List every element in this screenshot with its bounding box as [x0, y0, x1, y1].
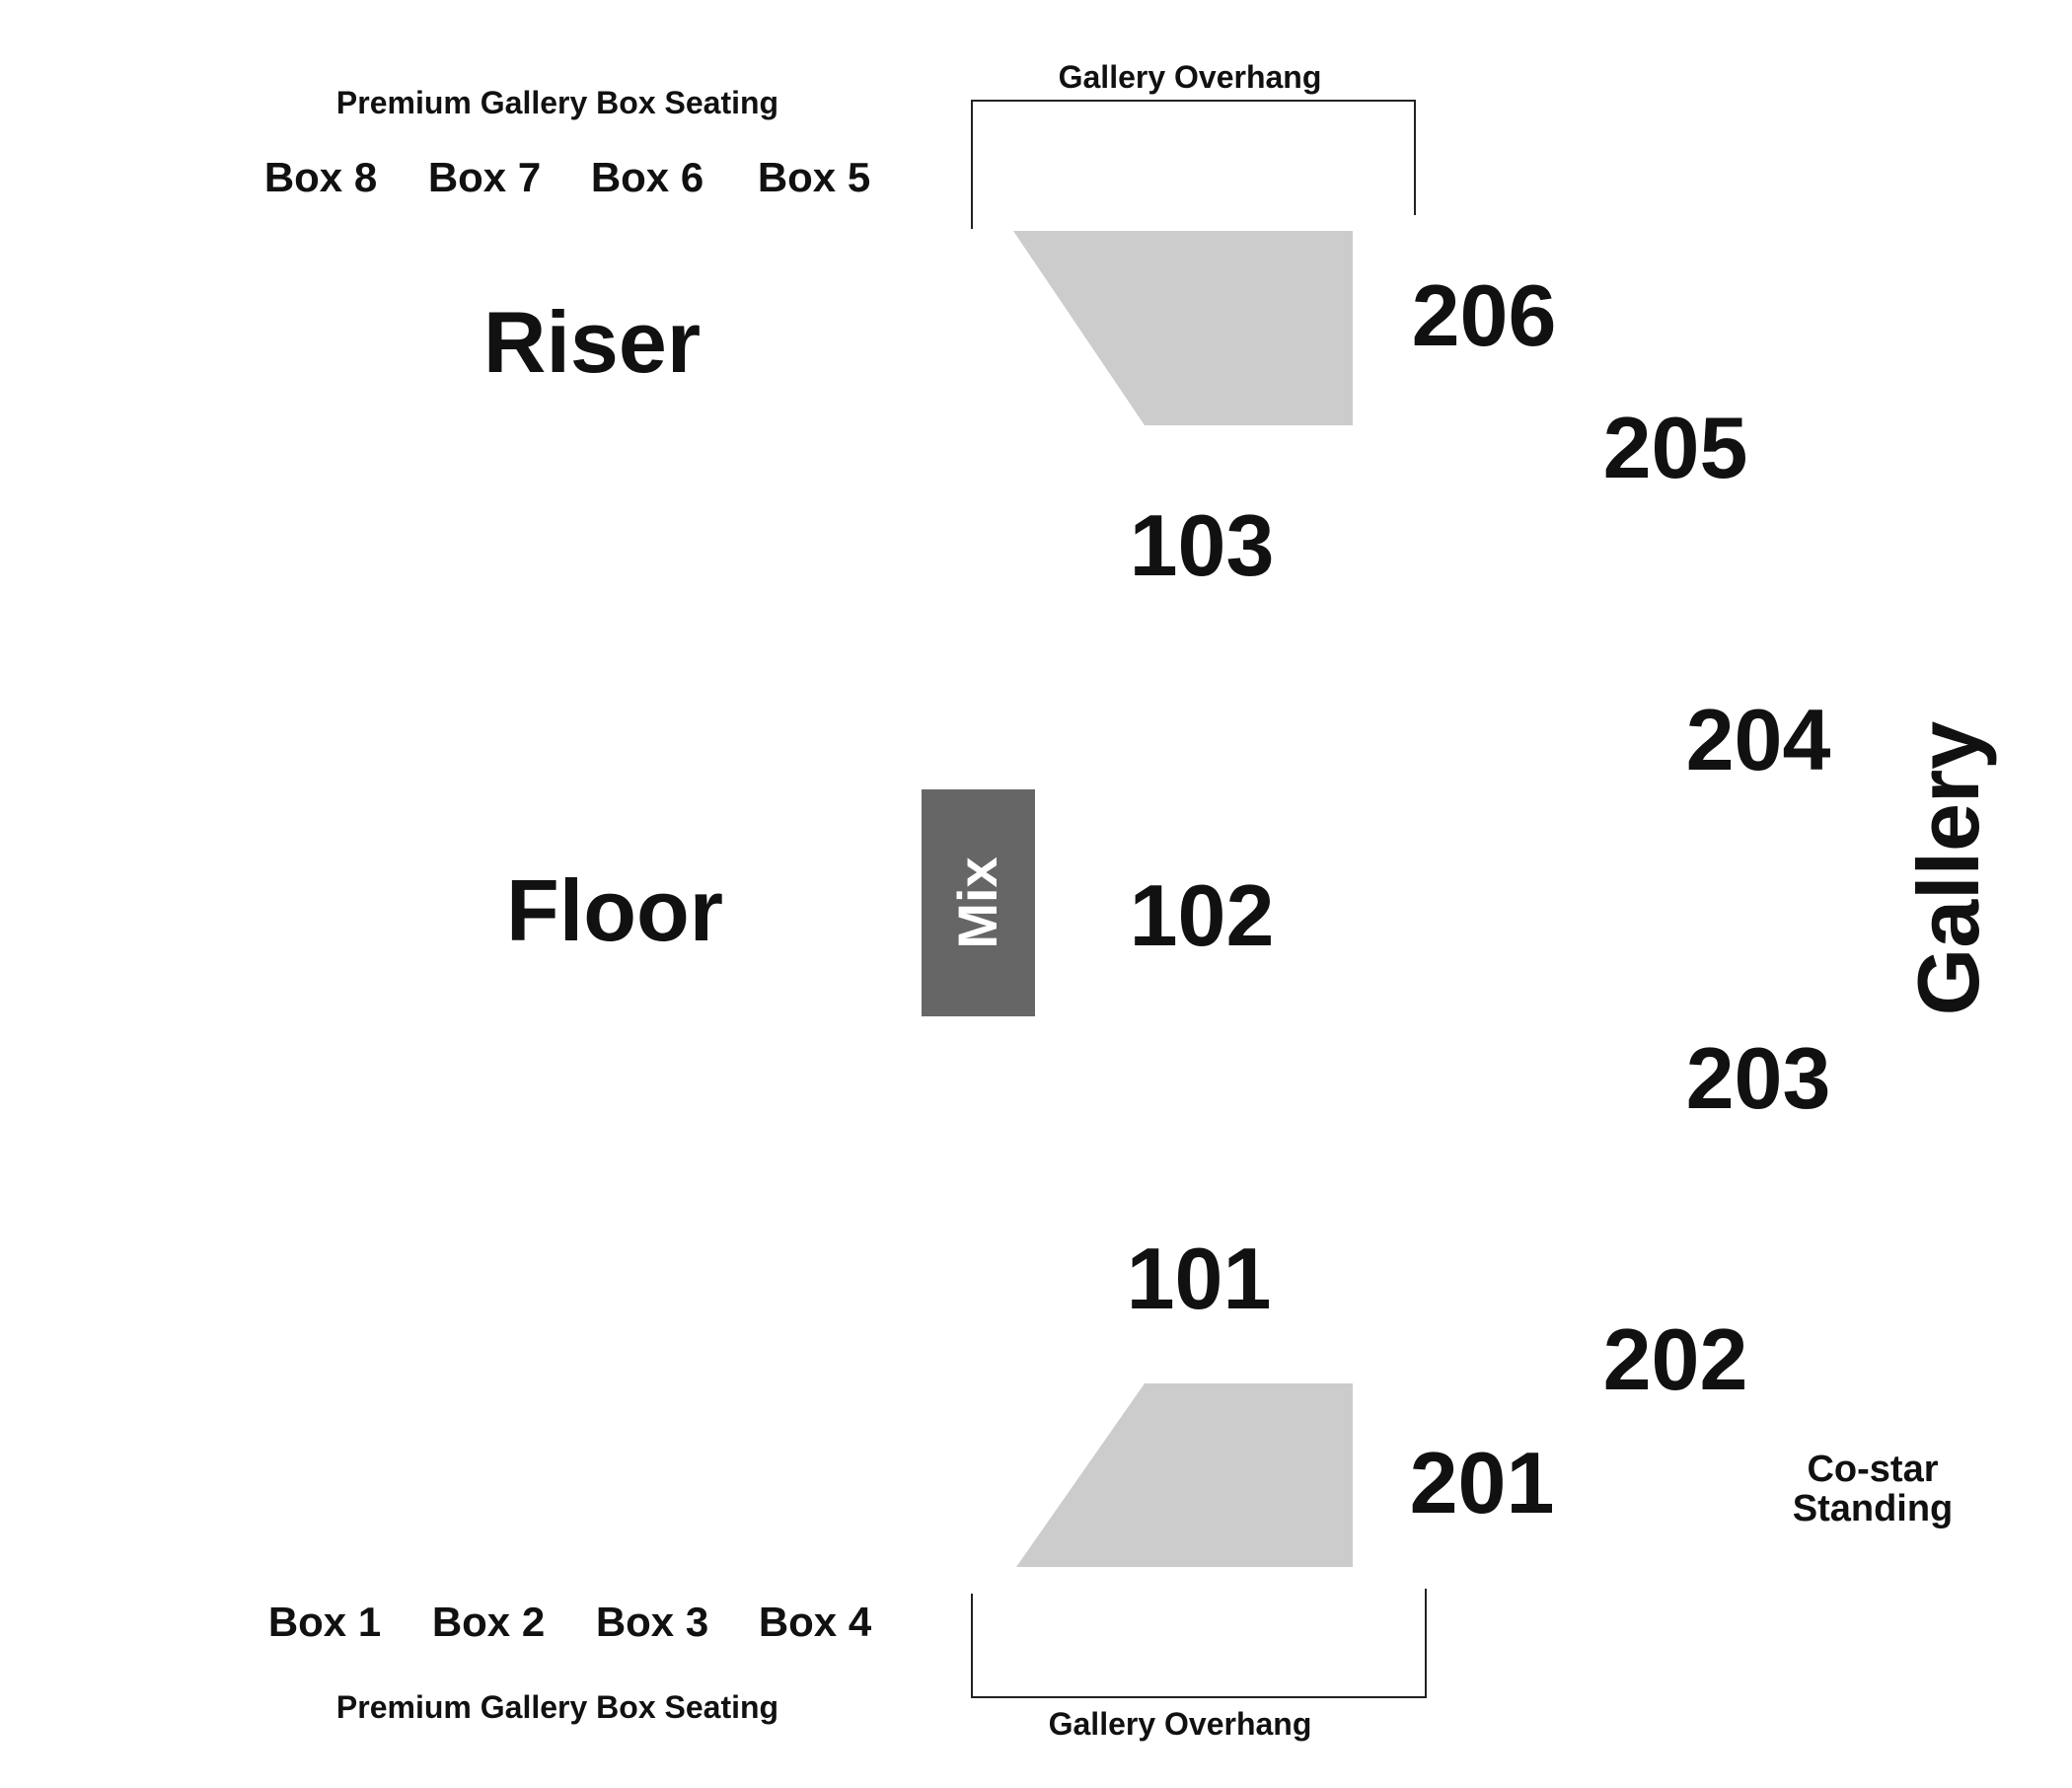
- bottom-overhang-area[interactable]: [1016, 1383, 1353, 1567]
- box-6[interactable]: Box 6: [590, 154, 704, 200]
- section-102[interactable]: 102: [1129, 866, 1275, 964]
- box-1[interactable]: Box 1: [267, 1599, 382, 1645]
- box-3[interactable]: Box 3: [595, 1599, 709, 1645]
- top-premium-box-label: Premium Gallery Box Seating: [335, 85, 779, 120]
- mix-booth[interactable]: [922, 789, 1035, 1016]
- top-overhang-area[interactable]: [1013, 231, 1353, 425]
- section-101[interactable]: 101: [1126, 1229, 1272, 1327]
- box-5[interactable]: Box 5: [757, 154, 871, 200]
- floor-area-label[interactable]: Floor: [506, 861, 723, 959]
- top-gallery-overhang-label: Gallery Overhang: [1058, 59, 1322, 95]
- bottom-gallery-overhang-label: Gallery Overhang: [1048, 1706, 1312, 1742]
- section-203[interactable]: 203: [1685, 1029, 1831, 1127]
- section-204[interactable]: 204: [1685, 691, 1831, 788]
- section-205[interactable]: 205: [1602, 399, 1748, 496]
- mix-label: Mix: [946, 857, 1008, 949]
- costar-line-2: Standing: [1792, 1487, 1954, 1529]
- box-2[interactable]: Box 2: [431, 1599, 546, 1645]
- section-202[interactable]: 202: [1602, 1310, 1748, 1408]
- box-4[interactable]: Box 4: [758, 1599, 872, 1645]
- section-206[interactable]: 206: [1411, 266, 1557, 364]
- section-103[interactable]: 103: [1129, 496, 1275, 594]
- box-8[interactable]: Box 8: [263, 154, 378, 200]
- bottom-premium-box-label: Premium Gallery Box Seating: [335, 1689, 779, 1725]
- box-7[interactable]: Box 7: [427, 154, 542, 200]
- gallery-area-label[interactable]: Gallery: [1899, 720, 1997, 1016]
- bottom-gallery-overhang-bracket: [971, 1589, 1427, 1698]
- top-gallery-overhang-bracket: [971, 100, 1416, 229]
- costar-line-1: Co-star: [1807, 1449, 1939, 1490]
- riser-area-label[interactable]: Riser: [482, 293, 702, 391]
- costar-standing-area[interactable]: Co-star Standing: [1792, 1449, 1954, 1529]
- section-201[interactable]: 201: [1409, 1434, 1555, 1531]
